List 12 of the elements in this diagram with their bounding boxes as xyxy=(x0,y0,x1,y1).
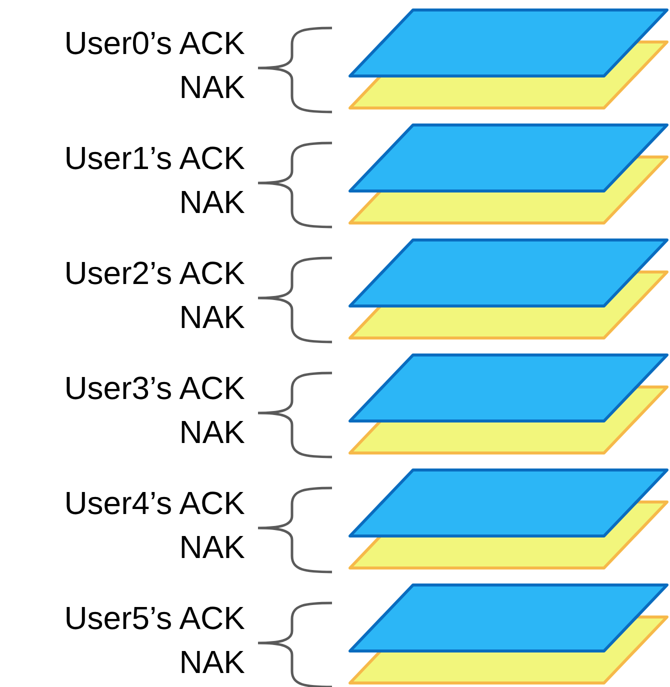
nak-label: NAK xyxy=(179,413,245,451)
nak-label: NAK xyxy=(179,643,245,681)
ack-label: User3’s ACK xyxy=(64,369,245,407)
ack-label: User1’s ACK xyxy=(64,139,245,177)
ack-label: User4’s ACK xyxy=(64,484,245,522)
ack-label: User0’s ACK xyxy=(64,24,245,62)
nak-label: NAK xyxy=(179,68,245,106)
ack-label: User2’s ACK xyxy=(64,254,245,292)
nak-label: NAK xyxy=(179,528,245,566)
nak-label: NAK xyxy=(179,183,245,221)
nak-label: NAK xyxy=(179,298,245,336)
ack-label: User5’s ACK xyxy=(64,599,245,637)
